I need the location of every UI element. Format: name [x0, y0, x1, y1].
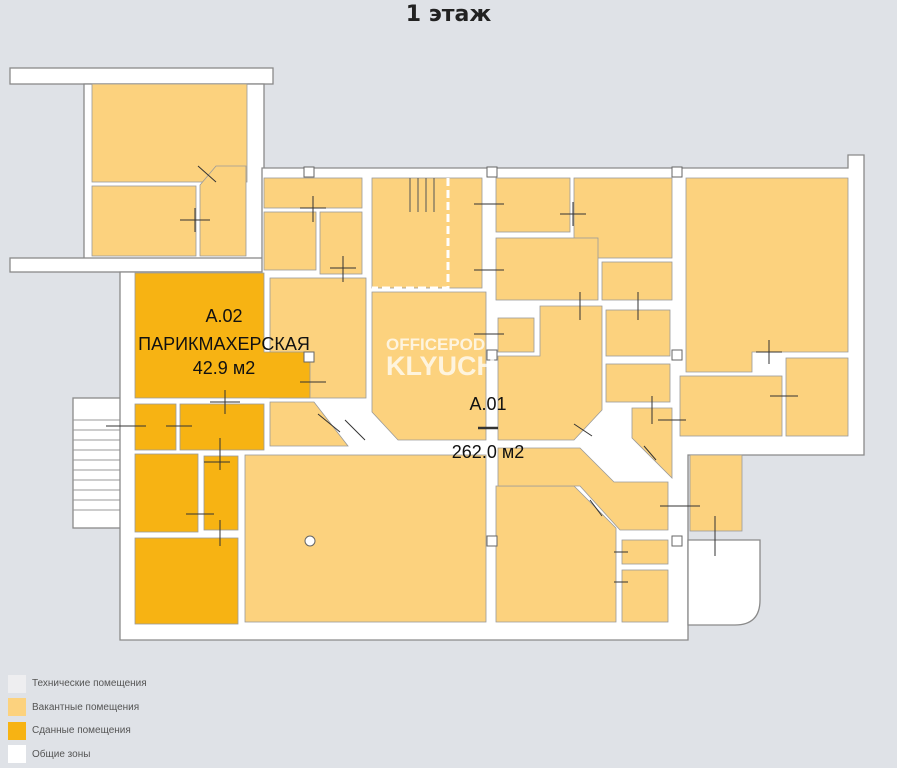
top-strip: [9, 67, 274, 85]
room-a01-east[interactable]: [497, 305, 603, 441]
room[interactable]: [263, 211, 317, 271]
columns: [303, 166, 683, 547]
legend-swatch: [8, 745, 26, 764]
legend-item-rented: Сданные помещения: [8, 719, 147, 743]
room[interactable]: [91, 185, 197, 257]
legend-label: Технические помещения: [32, 678, 147, 690]
stair-block: [72, 397, 122, 529]
room[interactable]: [497, 447, 669, 531]
floor-title: 1 этаж: [405, 2, 492, 27]
room[interactable]: [244, 454, 487, 623]
room[interactable]: [199, 165, 247, 257]
room[interactable]: [134, 453, 199, 533]
watermark-line2: KLYUCH: [386, 351, 497, 381]
room[interactable]: [621, 539, 669, 565]
room[interactable]: [134, 403, 177, 451]
watermark-line1: OFFICEPOD: [386, 335, 486, 354]
room[interactable]: [203, 455, 239, 531]
inner-stairs: [409, 178, 435, 212]
stairs: [73, 419, 121, 511]
room-a01-id: A.01: [469, 394, 506, 414]
room[interactable]: [601, 261, 673, 301]
room[interactable]: [495, 237, 599, 301]
room-a02-name: ПАРИКМАХЕРСКАЯ: [138, 334, 310, 354]
room[interactable]: [679, 375, 783, 437]
room-a02-area: 42.9 м2: [193, 358, 255, 378]
legend-label: Общие зоны: [32, 748, 91, 760]
legend-item-technical: Технические помещения: [8, 672, 147, 696]
legend-item-common: Общие зоны: [8, 743, 147, 767]
room[interactable]: [605, 363, 671, 403]
room[interactable]: [269, 401, 349, 447]
legend-item-vacant: Вакантные помещения: [8, 696, 147, 720]
room[interactable]: [785, 357, 849, 437]
room[interactable]: [497, 317, 535, 353]
room[interactable]: [179, 403, 265, 451]
legend-label: Сданные помещения: [32, 725, 131, 737]
room[interactable]: [631, 407, 673, 479]
legend-swatch: [8, 698, 26, 717]
room[interactable]: [621, 569, 669, 623]
room[interactable]: [371, 177, 483, 289]
room[interactable]: [689, 454, 743, 532]
room[interactable]: [495, 177, 571, 233]
watermark: OFFICEPOD KLYUCH: [386, 336, 496, 380]
common-zone-corner: [687, 539, 761, 626]
legend-swatch: [8, 674, 26, 693]
room-a02-id: A.02: [205, 306, 242, 326]
room[interactable]: [134, 537, 239, 625]
door-marks: [106, 165, 798, 583]
legend-swatch: [8, 721, 26, 740]
legend-label: Вакантные помещения: [32, 701, 140, 713]
room-a01[interactable]: [371, 291, 487, 441]
room-a01-area: 262.0 м2: [452, 442, 524, 462]
dashed-wall: [372, 178, 450, 290]
legend: Технические помещения Вакантные помещени…: [8, 672, 147, 766]
room[interactable]: [319, 211, 363, 275]
room[interactable]: [685, 177, 849, 373]
